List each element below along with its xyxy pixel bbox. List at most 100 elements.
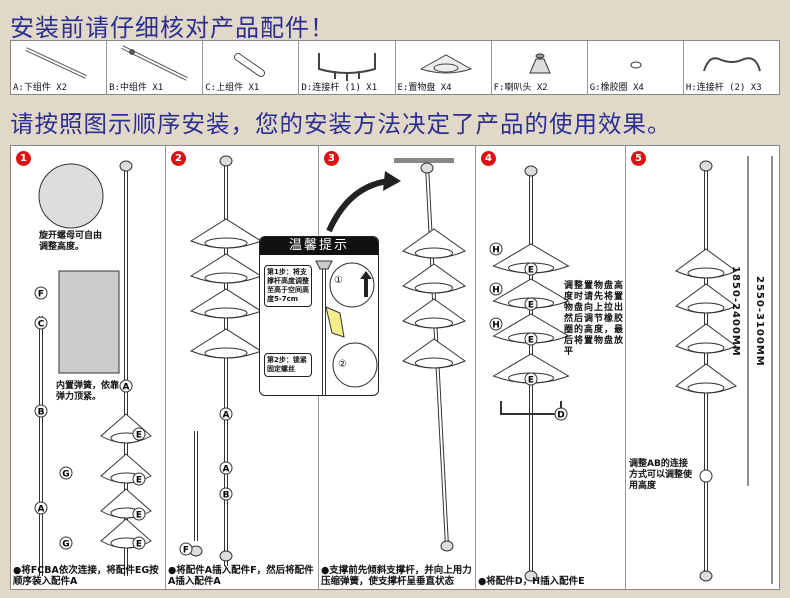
end-cap-icon xyxy=(119,160,133,172)
part-label-circle xyxy=(524,372,538,386)
tray-inner xyxy=(687,302,725,314)
spring-detail-magnifier xyxy=(329,262,375,308)
lower-pole-icon xyxy=(25,47,87,79)
step-1-caption: ●将FCBA依次连接，将配件EG按顺序装入配件A xyxy=(13,565,159,587)
part-f: F:喇叭头 X2 xyxy=(492,41,588,94)
step-3: 3 ●支撑前先倾斜支撑杆，并向上用力压缩弹簧，使支撑杆呈垂直状态 xyxy=(319,146,476,589)
step-5-illustration xyxy=(675,156,773,584)
tray-inner xyxy=(204,347,248,359)
corner-tray xyxy=(401,298,467,329)
step-number-badge: 2 xyxy=(171,151,186,166)
corner-tray xyxy=(189,253,263,284)
corner-tray xyxy=(189,328,263,359)
part-label: D xyxy=(557,411,564,421)
step-5: 5 调整AB的连接方式可以调整使用高度 1850-2400MM 2550-310… xyxy=(626,146,781,589)
part-label-circle xyxy=(119,379,133,393)
part-label: E xyxy=(136,476,142,486)
end-cap-icon xyxy=(440,540,454,552)
parts-list: A:下组件 X2 B:中组件 X1 C:上组件 X1 D:连接杆 (1) X1 … xyxy=(10,40,780,95)
corner-tray xyxy=(401,338,467,369)
tip-mark-1: ① xyxy=(334,275,343,286)
arrow-head-icon xyxy=(383,171,401,191)
tray-inner xyxy=(687,382,725,394)
connector-bar-icon xyxy=(702,57,761,72)
spring-detail-inset xyxy=(58,270,120,374)
part-label-circle xyxy=(132,507,146,521)
joint xyxy=(699,469,713,483)
part-b: B:中组件 X1 xyxy=(107,41,204,94)
step-number-badge: 1 xyxy=(16,151,31,166)
tip-mark-2: ② xyxy=(338,359,347,370)
part-label-circle xyxy=(219,461,233,475)
part-c: C:上组件 X1 xyxy=(203,41,300,94)
tip-illustration xyxy=(315,260,378,395)
part-label: C xyxy=(38,320,45,330)
part-label-circle xyxy=(132,427,146,441)
part-label-circle xyxy=(524,297,538,311)
tray-inner xyxy=(204,307,248,319)
part-label-circle xyxy=(59,466,73,480)
part-label-circle xyxy=(34,404,48,418)
part-label: G xyxy=(62,470,69,480)
part-label-circle xyxy=(179,542,193,556)
part-label-circle xyxy=(34,316,48,330)
end-cap-icon xyxy=(219,155,233,167)
hook-bar-icon xyxy=(318,53,377,81)
end-cap-icon xyxy=(699,570,713,582)
end-cap-icon xyxy=(524,165,538,177)
part-label-circle xyxy=(34,286,48,300)
part-label-circle xyxy=(59,536,73,550)
step-number-badge: 4 xyxy=(481,151,496,166)
middle-pole-icon xyxy=(121,45,189,81)
part-label-circle xyxy=(554,407,568,421)
corner-tray xyxy=(401,228,467,259)
part-label: E xyxy=(136,540,142,550)
step-number-badge: 3 xyxy=(324,151,339,166)
step-3-caption: ●支撑前先倾斜支撑杆，并向上用力压缩弹簧，使支撑杆呈垂直状态 xyxy=(321,565,472,587)
dimension-outer-label: 2550-3100MM xyxy=(754,276,765,367)
end-cap-icon xyxy=(528,53,551,74)
end-cap-icon xyxy=(524,570,538,582)
tip-box: 温馨提示 第1步：将支撑杆高度调整至高于空间高度5-7cm 第2步：锁紧固定螺丝… xyxy=(259,236,379,396)
part-label: H:连接杆 (2) X3 xyxy=(685,83,762,93)
screw-detail-magnifier xyxy=(332,342,378,388)
part-label: E xyxy=(528,266,534,276)
end-cap-icon xyxy=(699,160,713,172)
tray-inner xyxy=(687,267,725,279)
corner-tray-icon xyxy=(419,54,472,74)
nut-detail-magnifier xyxy=(38,163,104,229)
part-label: A xyxy=(223,465,230,475)
end-cap-icon xyxy=(420,162,434,174)
arrow-up-icon xyxy=(360,271,372,297)
part-label: D:连接杆 (1) X1 xyxy=(301,83,378,93)
tip-step-1: 第1步：将支撑杆高度调整至高于空间高度5-7cm xyxy=(264,265,312,307)
ceiling xyxy=(394,158,454,163)
corner-tray xyxy=(401,263,467,294)
tray-inner xyxy=(687,342,725,354)
tray-inner xyxy=(414,357,454,369)
step-4-note: 调整置物盘高度时请先将置物盘向上拉出然后调节橡胶圈的高度，最后将置物盘放平 xyxy=(564,281,625,357)
part-label-circle xyxy=(489,242,503,256)
step-2-caption: ●将配件A插入配件F，然后将配件A插入配件A xyxy=(168,565,314,587)
part-label: B:中组件 X1 xyxy=(109,83,164,93)
corner-tray xyxy=(675,283,737,314)
tray-inner xyxy=(414,317,454,329)
step-5-note: 调整AB的连接方式可以调整使用高度 xyxy=(629,459,693,491)
step-4-caption: ●将配件D，H插入配件E xyxy=(478,576,585,587)
part-label: A xyxy=(223,411,230,421)
part-label: H xyxy=(492,321,500,331)
corner-tray xyxy=(189,288,263,319)
part-label: H xyxy=(492,246,500,256)
hand-icon xyxy=(325,306,345,338)
part-label: E:置物盘 X4 xyxy=(397,83,452,93)
part-label: A xyxy=(38,505,45,515)
part-label: E xyxy=(528,301,534,311)
tip-step-2: 第2步：锁紧固定螺丝 xyxy=(264,353,312,377)
part-label-circle xyxy=(132,472,146,486)
rubber-ring-icon xyxy=(630,61,642,69)
corner-tray xyxy=(675,363,737,394)
part-h: H:连接杆 (2) X3 xyxy=(684,41,779,94)
